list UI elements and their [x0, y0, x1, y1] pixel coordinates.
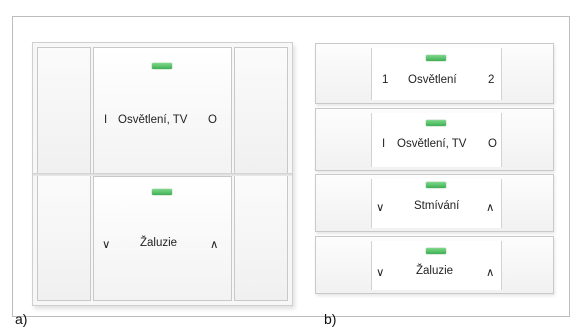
rocker-label: Osvětlení, TV — [397, 138, 467, 150]
rocker-row-dimming[interactable]: ∨ Stmívání ∧ — [315, 174, 554, 232]
on-symbol: I — [104, 114, 108, 126]
status-led — [426, 182, 446, 188]
right-side-button-bottom[interactable] — [234, 175, 288, 301]
caption-a: a) — [15, 311, 28, 327]
rocker-blinds[interactable]: ∨ Žaluzie ∧ — [93, 176, 232, 301]
status-led — [152, 63, 172, 69]
right-side-button-top[interactable] — [234, 47, 288, 175]
off-symbol: O — [488, 138, 497, 150]
rocker-lighting-tv[interactable]: I Osvětlení, TV O — [93, 47, 232, 175]
rocker-label: Osvětlení, TV — [118, 114, 188, 126]
left-side-button-top[interactable] — [37, 47, 91, 175]
down-symbol: ∨ — [102, 239, 111, 251]
rocker-label: Osvětlení — [408, 74, 457, 86]
rocker-row-lighting-1-2[interactable]: 1 Osvětlení 2 — [315, 43, 554, 104]
status-led — [426, 120, 446, 126]
channel-2-symbol: 2 — [488, 74, 495, 86]
status-led — [426, 55, 446, 61]
off-symbol: O — [208, 114, 217, 126]
rocker-label: Žaluzie — [416, 265, 454, 277]
rocker-label: Stmívání — [414, 200, 460, 212]
rocker-divider — [33, 173, 292, 176]
on-symbol: I — [382, 138, 386, 150]
status-led — [152, 189, 172, 195]
left-side-button-bottom[interactable] — [37, 175, 91, 301]
down-symbol: ∨ — [376, 202, 385, 214]
status-led — [426, 248, 446, 254]
rocker-label: Žaluzie — [140, 237, 178, 249]
up-symbol: ∧ — [486, 267, 495, 279]
up-symbol: ∧ — [210, 239, 219, 251]
down-symbol: ∨ — [376, 267, 385, 279]
rocker-row-blinds[interactable]: ∨ Žaluzie ∧ — [315, 236, 554, 294]
switch-panel-a: I Osvětlení, TV O ∨ Žaluzie ∧ — [32, 42, 293, 306]
caption-b: b) — [324, 311, 337, 327]
channel-1-symbol: 1 — [382, 74, 389, 86]
switch-panel-b: 1 Osvětlení 2 I Osvětlení, TV O ∨ Stmívá… — [315, 43, 554, 301]
up-symbol: ∧ — [486, 202, 495, 214]
rocker-row-lighting-tv[interactable]: I Osvětlení, TV O — [315, 108, 554, 171]
